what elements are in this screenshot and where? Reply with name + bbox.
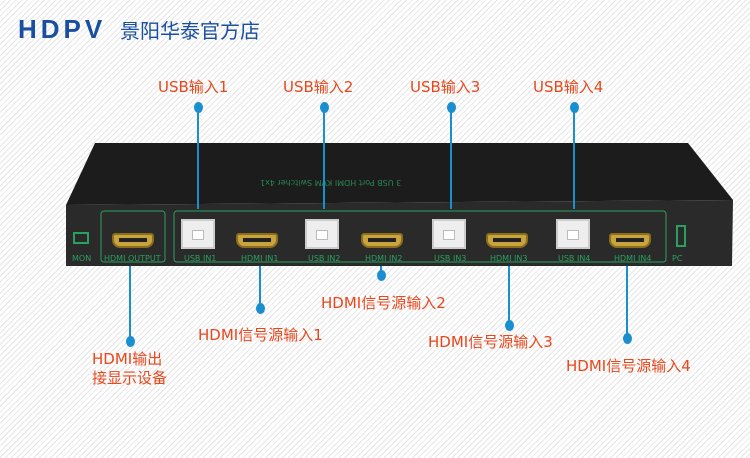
model-text: 3 USB Port HDMI KVM Switcher 4x1 <box>260 178 402 187</box>
hdmi-in1-port <box>236 233 278 248</box>
usb-in1-port <box>181 219 215 249</box>
callout-dot <box>570 102 579 113</box>
port-label: USB IN4 <box>558 254 591 263</box>
callout-usb2: USB输入2 <box>283 78 354 96</box>
usb-in4-port <box>556 219 590 249</box>
callout-dot <box>320 102 329 113</box>
hdmi-in3-port <box>486 233 528 248</box>
callout-usb1: USB输入1 <box>158 78 229 96</box>
port-label: USB IN2 <box>308 254 341 263</box>
callout-dot <box>126 336 135 347</box>
callout-hdmi-out-2: 接显示设备 <box>92 369 168 387</box>
pc-icon <box>676 225 686 247</box>
usb-in2-port <box>305 219 339 249</box>
callout-usb4: USB输入4 <box>533 78 604 96</box>
callout-line <box>450 108 452 209</box>
callout-dot <box>256 303 265 314</box>
store-name: 景阳华泰官方店 <box>120 19 260 43</box>
hdmi-output-port <box>112 233 154 248</box>
mon-label: MON <box>72 254 92 263</box>
callout-dot <box>377 270 386 281</box>
callout-line <box>626 266 628 336</box>
callout-hdmi-out-1: HDMI输出 <box>92 350 163 368</box>
callout-hdmi1: HDMI信号源输入1 <box>198 326 323 344</box>
callout-dot <box>194 102 203 113</box>
callout-usb3: USB输入3 <box>410 78 481 96</box>
callout-hdmi2: HDMI信号源输入2 <box>321 294 446 312</box>
port-label: HDMI IN2 <box>365 254 403 263</box>
hdmi-in4-port <box>609 233 651 248</box>
callout-line <box>129 266 131 338</box>
brand-logo: HDPV <box>18 14 107 44</box>
callout-dot <box>447 102 456 113</box>
port-label: HDMI IN3 <box>490 254 528 263</box>
monitor-icon <box>73 232 89 244</box>
port-label: HDMI IN4 <box>614 254 652 263</box>
port-label: HDMI IN1 <box>241 254 279 263</box>
callout-hdmi3: HDMI信号源输入3 <box>428 333 553 351</box>
callout-dot <box>623 333 632 344</box>
port-label: USB IN1 <box>184 254 217 263</box>
callout-line <box>197 108 199 209</box>
hdmi-in2-port <box>361 233 403 248</box>
callout-line <box>508 266 510 322</box>
callout-line <box>573 108 575 209</box>
port-label: USB IN3 <box>434 254 467 263</box>
callout-hdmi4: HDMI信号源输入4 <box>566 357 691 375</box>
usb-in3-port <box>432 219 466 249</box>
hdmi-output-label: HDMI OUTPUT <box>104 254 161 263</box>
callout-line <box>323 108 325 209</box>
callout-dot <box>505 320 514 331</box>
pc-label: PC <box>672 254 683 263</box>
callout-line <box>259 266 261 306</box>
